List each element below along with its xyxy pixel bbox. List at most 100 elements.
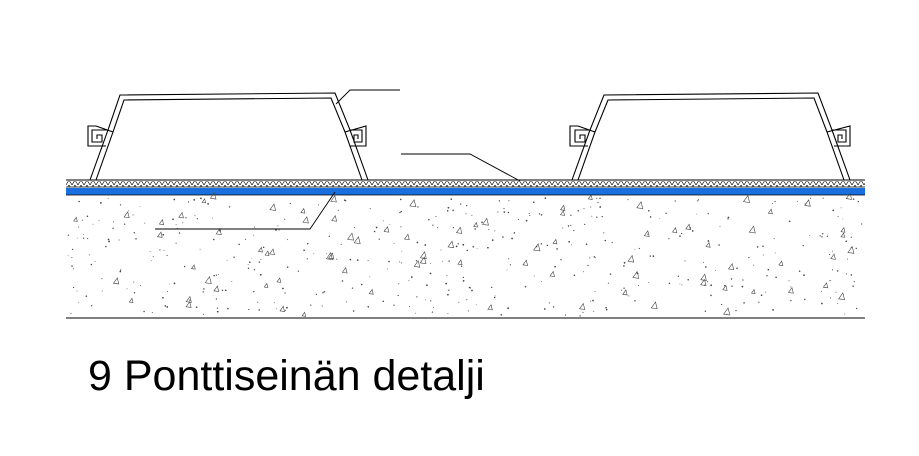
concrete-speckle xyxy=(554,265,557,268)
concrete-speckle xyxy=(382,300,385,302)
concrete-speckle xyxy=(408,306,410,308)
concrete-speckle xyxy=(227,307,229,310)
concrete-speckle xyxy=(172,218,174,221)
concrete-speckle xyxy=(123,211,130,219)
concrete-speckle xyxy=(128,297,134,303)
concrete-speckle xyxy=(410,276,413,278)
concrete-speckle xyxy=(279,305,285,312)
concrete-speckle xyxy=(150,260,152,262)
concrete-speckle xyxy=(397,294,399,297)
concrete-speckle xyxy=(193,199,196,201)
concrete-speckle xyxy=(166,254,168,257)
concrete-speckle xyxy=(85,295,88,297)
concrete-speckle xyxy=(840,232,846,238)
concrete-speckle xyxy=(330,194,337,203)
concrete-speckle xyxy=(159,249,161,251)
concrete-speckle xyxy=(306,242,309,245)
concrete-speckle xyxy=(274,302,275,304)
concrete-speckle xyxy=(360,283,363,286)
concrete-speckle xyxy=(540,281,542,282)
concrete-speckle xyxy=(468,286,471,289)
concrete-speckle xyxy=(303,249,305,251)
concrete-speckle xyxy=(213,285,220,292)
concrete-speckle xyxy=(543,308,546,310)
concrete-speckle xyxy=(112,227,114,229)
concrete-speckle xyxy=(178,232,181,234)
concrete-speckle xyxy=(762,245,764,248)
concrete-speckle xyxy=(199,248,201,250)
concrete-speckle xyxy=(787,286,794,294)
concrete-speckle xyxy=(424,244,427,246)
concrete-speckle xyxy=(731,285,733,287)
concrete-speckle xyxy=(774,252,776,254)
concrete-speckle xyxy=(596,197,598,199)
concrete-speckle xyxy=(840,207,842,209)
concrete-speckle xyxy=(139,206,141,208)
concrete-speckle xyxy=(71,265,73,267)
concrete-speckle xyxy=(583,271,585,273)
concrete-speckle xyxy=(609,273,612,275)
concrete-speckle xyxy=(238,243,240,246)
concrete-speckle xyxy=(775,276,777,279)
leader-line-filler xyxy=(401,153,521,182)
concrete-speckle xyxy=(522,259,529,266)
concrete-speckle xyxy=(571,244,573,246)
concrete-speckle xyxy=(209,192,217,200)
concrete-speckle xyxy=(509,264,511,266)
concrete-speckle xyxy=(837,216,839,217)
concrete-speckle xyxy=(185,301,192,308)
concrete-speckle xyxy=(286,266,289,268)
concrete-speckle xyxy=(408,280,410,282)
concrete-speckle xyxy=(847,245,855,254)
concrete-speckle xyxy=(433,307,434,308)
concrete-speckle xyxy=(81,219,83,221)
concrete-speckle xyxy=(764,291,766,293)
concrete-speckle xyxy=(284,218,286,220)
concrete-speckle xyxy=(691,230,694,232)
concrete-speckle xyxy=(850,236,852,238)
concrete-speckle xyxy=(508,200,510,202)
concrete-speckle xyxy=(166,306,169,308)
concrete-speckle xyxy=(533,243,541,252)
concrete-speckle xyxy=(71,256,73,259)
concrete-speckle xyxy=(429,272,432,275)
concrete-speckle xyxy=(587,264,589,267)
concrete-speckle xyxy=(735,309,737,312)
concrete-speckle xyxy=(634,300,636,302)
concrete-speckle xyxy=(73,268,75,270)
concrete-speckle xyxy=(450,198,453,200)
concrete-speckle xyxy=(345,301,347,303)
concrete-speckle xyxy=(425,299,427,301)
concrete-speckle xyxy=(532,201,535,204)
concrete-speckle xyxy=(861,223,863,225)
concrete-speckle xyxy=(852,285,854,287)
concrete-speckle xyxy=(568,240,571,243)
concrete-speckle xyxy=(819,235,821,237)
concrete-speckle xyxy=(432,224,434,226)
concrete-speckle xyxy=(687,279,689,281)
concrete-speckle xyxy=(202,313,205,315)
concrete-speckle xyxy=(228,206,231,208)
concrete-speckle xyxy=(73,286,75,289)
concrete-speckle xyxy=(98,220,100,222)
concrete-speckle xyxy=(788,280,790,282)
concrete-speckle xyxy=(491,286,493,289)
concrete-speckle xyxy=(556,248,558,250)
concrete-speckle xyxy=(175,242,177,244)
concrete-speckle xyxy=(415,260,418,262)
concrete-speckle xyxy=(487,304,493,311)
concrete-speckle xyxy=(175,223,177,225)
concrete-speckle xyxy=(128,210,130,212)
concrete-speckle xyxy=(705,241,711,248)
concrete-speckle xyxy=(191,264,196,270)
concrete-speckle xyxy=(643,230,650,237)
concrete-speckle xyxy=(507,307,509,310)
concrete-speckle xyxy=(832,250,833,252)
concrete-speckle xyxy=(466,299,468,301)
concrete-speckle xyxy=(552,306,555,308)
concrete-speckle xyxy=(368,288,374,295)
concrete-speckle xyxy=(593,256,596,258)
concrete-speckle xyxy=(417,206,419,208)
concrete-speckle xyxy=(183,265,186,268)
concrete-speckle xyxy=(466,249,469,252)
